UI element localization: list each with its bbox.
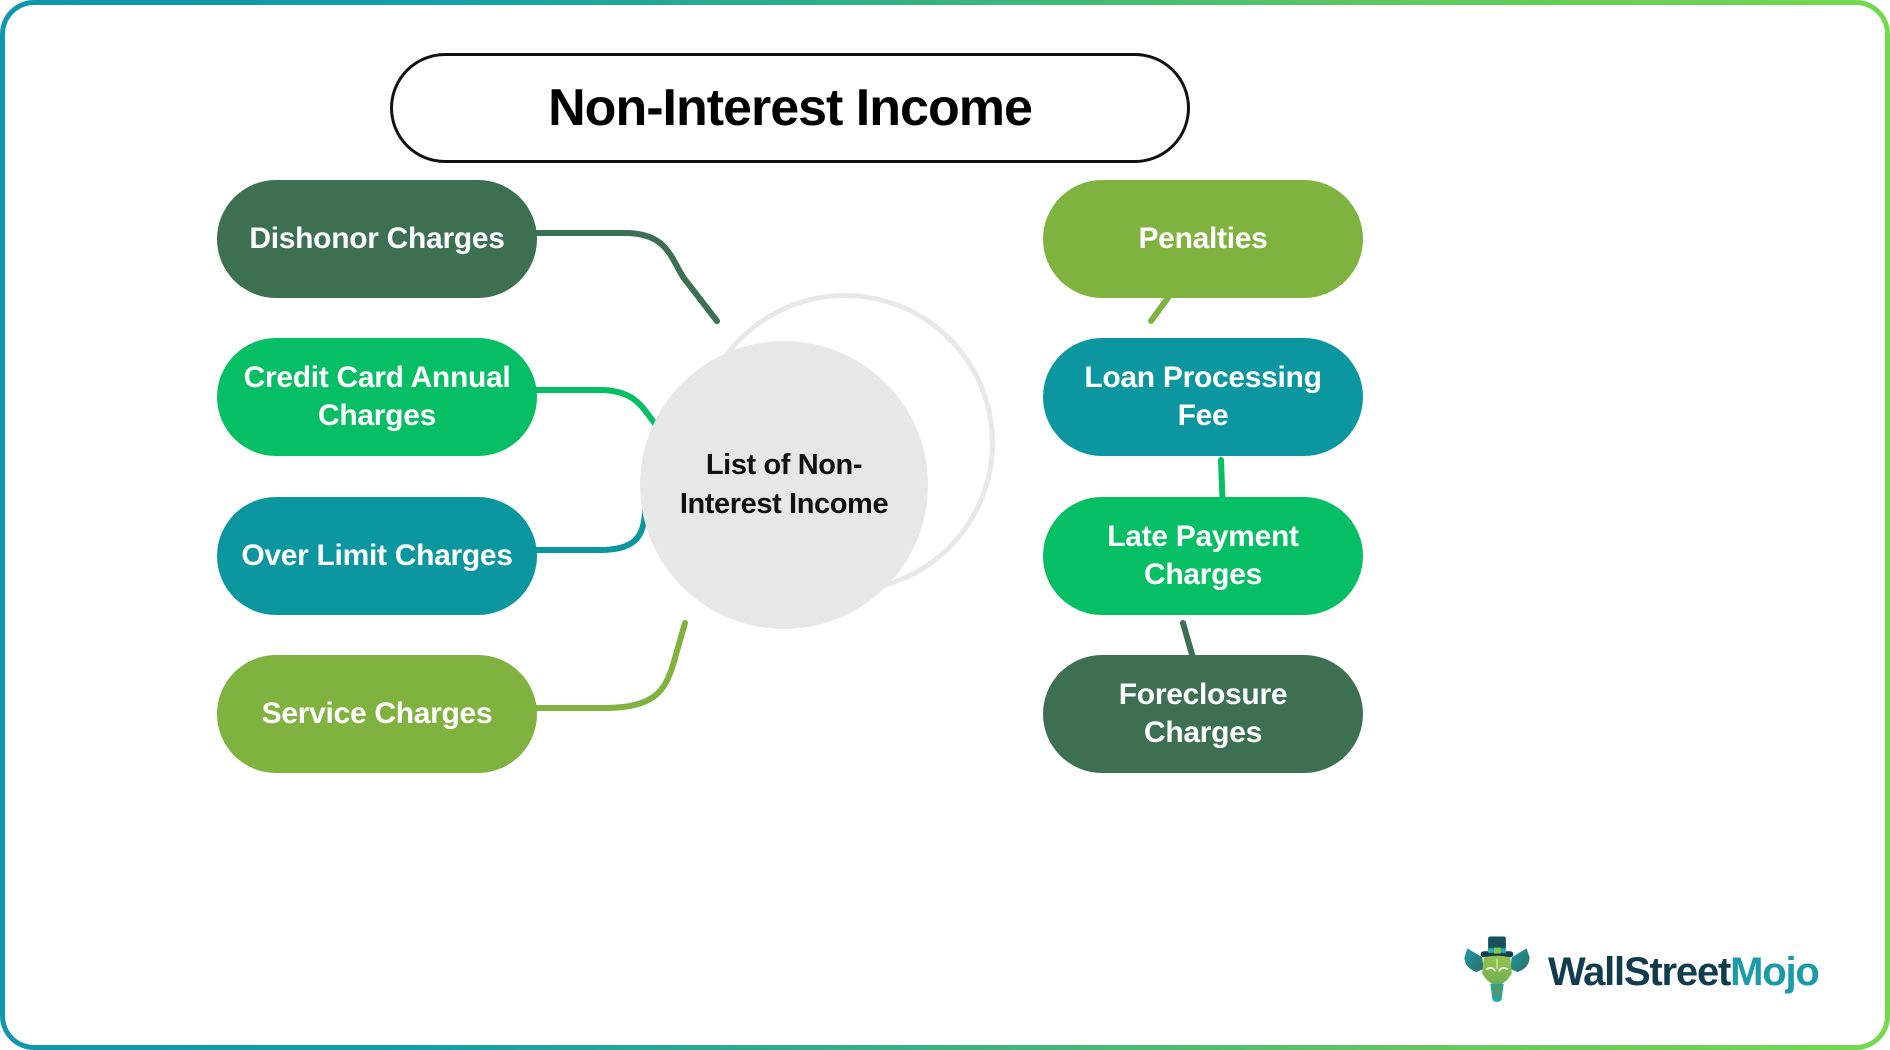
node-label: Foreclosure Charges	[1118, 677, 1288, 749]
node-label: Credit Card Annual Charges	[243, 360, 511, 432]
node-foreclosure-charges[interactable]: Foreclosure Charges	[1043, 655, 1363, 773]
node-label: Dishonor Charges	[249, 221, 505, 255]
node-label: Service Charges	[261, 696, 493, 730]
node-late-payment-charges[interactable]: Late Payment Charges	[1043, 497, 1363, 615]
node-over-limit-charges[interactable]: Over Limit Charges	[217, 497, 537, 615]
connector-dishonor-charges	[517, 230, 720, 324]
node-dishonor-charges[interactable]: Dishonor Charges	[217, 180, 537, 298]
connector-service-charges	[517, 620, 688, 711]
bull-with-top-hat-icon	[1464, 936, 1530, 1002]
logo-name-primary: WallStreet	[1548, 949, 1731, 994]
node-credit-card-annual-charges[interactable]: Credit Card Annual Charges	[217, 338, 537, 456]
node-label: Over Limit Charges	[241, 538, 513, 572]
logo-name-accent: Mojo	[1730, 949, 1820, 994]
center-hub: List of Non-Interest Income	[640, 341, 928, 629]
node-penalties[interactable]: Penalties	[1043, 180, 1363, 298]
node-loan-processing-fee[interactable]: Loan Processing Fee	[1043, 338, 1363, 456]
page-title: Non-Interest Income	[548, 79, 1033, 137]
node-label: Late Payment Charges	[1107, 519, 1299, 591]
center-hub-label: List of Non-Interest Income	[679, 448, 889, 520]
node-service-charges[interactable]: Service Charges	[217, 655, 537, 773]
title-pill: Non-Interest Income	[390, 53, 1190, 163]
node-label: Penalties	[1138, 221, 1268, 255]
wallstreetmojo-logo[interactable]: WallStreetMojo	[1460, 935, 1820, 1009]
infographic-canvas: Non-Interest Income List of Non-Interest…	[5, 5, 1885, 1045]
connector-over-limit-charges	[517, 457, 650, 553]
logo-wordmark: WallStreetMojo	[1548, 949, 1820, 995]
node-label: Loan Processing Fee	[1084, 360, 1322, 432]
